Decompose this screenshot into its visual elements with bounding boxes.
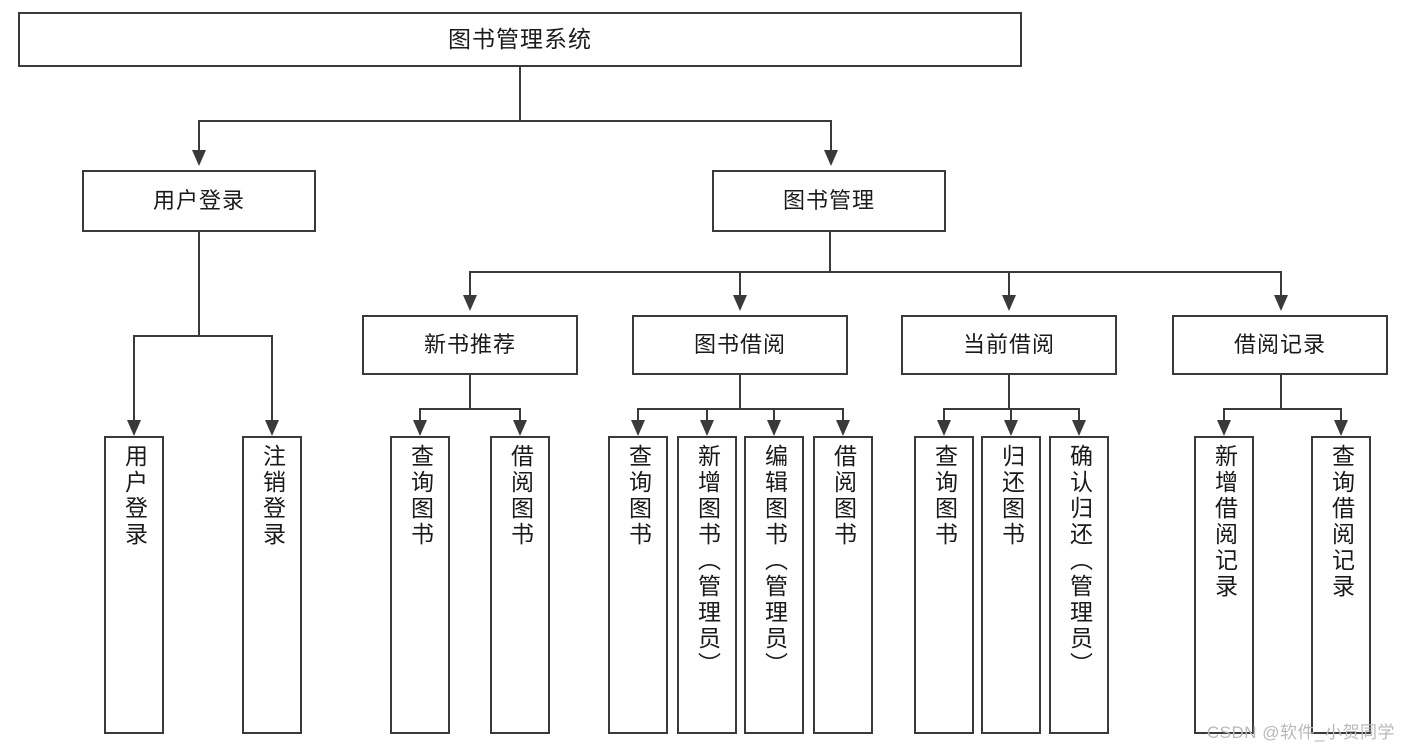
connector-book-borrow-bus bbox=[637, 408, 843, 410]
arrow-book-borrow-leaf-1 bbox=[631, 420, 645, 436]
leaf-current-borrow-query-book[interactable]: 查询图书 bbox=[914, 436, 974, 734]
connector-to-borrow-record bbox=[1280, 271, 1282, 295]
connector-root-stem bbox=[519, 67, 521, 121]
node-label: 当前借阅 bbox=[962, 332, 1055, 358]
arrow-book-borrow-leaf-2 bbox=[700, 420, 714, 436]
arrow-user-login-leaf-1 bbox=[127, 420, 141, 436]
arrow-current-borrow-leaf-2 bbox=[1004, 420, 1018, 436]
node-label: 借阅图书 bbox=[507, 444, 534, 548]
connector-to-new-book bbox=[469, 271, 471, 295]
node-label: 图书管理系统 bbox=[448, 25, 592, 52]
node-new-book-recommend[interactable]: 新书推荐 bbox=[362, 315, 578, 375]
connector-borrow-record-leaf-1 bbox=[1223, 408, 1225, 420]
node-label: 查询图书 bbox=[931, 444, 958, 548]
connector-borrow-record-leaf-2 bbox=[1340, 408, 1342, 420]
connector-current-borrow-leaf-3 bbox=[1078, 408, 1080, 420]
arrow-current-borrow-leaf-3 bbox=[1072, 420, 1086, 436]
leaf-current-borrow-return-book[interactable]: 归还图书 bbox=[981, 436, 1041, 734]
arrow-user-login-leaf-2 bbox=[265, 420, 279, 436]
connector-level3-bus bbox=[469, 271, 1281, 273]
leaf-current-borrow-confirm-return-admin[interactable]: 确认归还（管理员） bbox=[1049, 436, 1109, 734]
connector-borrow-record-bus bbox=[1223, 408, 1341, 410]
node-label: 查询借阅记录 bbox=[1328, 444, 1355, 600]
node-label: 编辑图书（管理员） bbox=[761, 444, 788, 678]
leaf-borrow-record-add-record[interactable]: 新增借阅记录 bbox=[1194, 436, 1254, 734]
leaf-borrow-record-query-record[interactable]: 查询借阅记录 bbox=[1311, 436, 1371, 734]
node-label: 用户登录 bbox=[152, 188, 245, 214]
arrow-to-user-login bbox=[192, 150, 206, 166]
connector-current-borrow-stem bbox=[1008, 375, 1010, 409]
node-label: 借阅图书 bbox=[830, 444, 857, 548]
connector-book-borrow-leaf-2 bbox=[706, 408, 708, 420]
leaf-user-login-logout[interactable]: 注销登录 bbox=[242, 436, 302, 734]
connector-book-borrow-leaf-1 bbox=[637, 408, 639, 420]
arrow-new-book-leaf-2 bbox=[513, 420, 527, 436]
node-label: 确认归还（管理员） bbox=[1066, 444, 1093, 678]
connector-to-user-login bbox=[198, 120, 200, 150]
connector-user-login-leaf-2 bbox=[271, 335, 273, 420]
node-label: 查询图书 bbox=[407, 444, 434, 548]
connector-new-book-stem bbox=[469, 375, 471, 409]
connector-new-book-leaf-2 bbox=[519, 408, 521, 420]
arrow-to-current-borrow bbox=[1002, 295, 1016, 311]
node-label: 注销登录 bbox=[259, 444, 286, 548]
watermark-text: CSDN @软件_小贺同学 bbox=[1206, 723, 1395, 742]
arrow-to-book-management bbox=[824, 150, 838, 166]
leaf-new-book-borrow-book[interactable]: 借阅图书 bbox=[490, 436, 550, 734]
connector-new-book-bus bbox=[419, 408, 520, 410]
connector-to-book-management bbox=[830, 120, 832, 150]
node-label: 图书管理 bbox=[782, 188, 875, 214]
connector-level2-bus bbox=[198, 120, 831, 122]
node-current-borrow[interactable]: 当前借阅 bbox=[901, 315, 1117, 375]
node-book-management[interactable]: 图书管理 bbox=[712, 170, 946, 232]
leaf-user-login-login[interactable]: 用户登录 bbox=[104, 436, 164, 734]
node-book-borrow[interactable]: 图书借阅 bbox=[632, 315, 848, 375]
connector-book-borrow-leaf-4 bbox=[842, 408, 844, 420]
arrow-book-borrow-leaf-3 bbox=[767, 420, 781, 436]
connector-new-book-leaf-1 bbox=[419, 408, 421, 420]
node-label: 新增借阅记录 bbox=[1211, 444, 1238, 600]
node-label: 借阅记录 bbox=[1233, 332, 1326, 358]
connector-to-book-borrow bbox=[739, 271, 741, 295]
node-label: 新增图书（管理员） bbox=[694, 444, 721, 678]
arrow-new-book-leaf-1 bbox=[413, 420, 427, 436]
node-label: 图书借阅 bbox=[693, 332, 786, 358]
arrow-to-borrow-record bbox=[1274, 295, 1288, 311]
arrow-to-new-book bbox=[463, 295, 477, 311]
leaf-new-book-query-book[interactable]: 查询图书 bbox=[390, 436, 450, 734]
node-label: 用户登录 bbox=[121, 444, 148, 548]
node-user-login[interactable]: 用户登录 bbox=[82, 170, 316, 232]
node-borrow-record[interactable]: 借阅记录 bbox=[1172, 315, 1388, 375]
connector-book-borrow-stem bbox=[739, 375, 741, 409]
connector-current-borrow-leaf-2 bbox=[1010, 408, 1012, 420]
node-label: 归还图书 bbox=[998, 444, 1025, 548]
leaf-book-borrow-query-book[interactable]: 查询图书 bbox=[608, 436, 668, 734]
arrow-current-borrow-leaf-1 bbox=[937, 420, 951, 436]
node-label: 查询图书 bbox=[625, 444, 652, 548]
connector-user-login-stem bbox=[198, 232, 200, 336]
leaf-book-borrow-borrow-book[interactable]: 借阅图书 bbox=[813, 436, 873, 734]
arrow-borrow-record-leaf-2 bbox=[1334, 420, 1348, 436]
leaf-book-borrow-add-book-admin[interactable]: 新增图书（管理员） bbox=[677, 436, 737, 734]
arrow-to-book-borrow bbox=[733, 295, 747, 311]
arrow-book-borrow-leaf-4 bbox=[836, 420, 850, 436]
connector-to-current-borrow bbox=[1008, 271, 1010, 295]
connector-borrow-record-stem bbox=[1280, 375, 1282, 409]
arrow-borrow-record-leaf-1 bbox=[1217, 420, 1231, 436]
node-root-book-management-system[interactable]: 图书管理系统 bbox=[18, 12, 1022, 67]
connector-user-login-leaf-1 bbox=[133, 335, 135, 420]
connector-book-management-stem bbox=[829, 232, 831, 272]
leaf-book-borrow-edit-book-admin[interactable]: 编辑图书（管理员） bbox=[744, 436, 804, 734]
connector-book-borrow-leaf-3 bbox=[773, 408, 775, 420]
connector-user-login-bus bbox=[133, 335, 272, 337]
node-label: 新书推荐 bbox=[423, 332, 516, 358]
connector-current-borrow-leaf-1 bbox=[943, 408, 945, 420]
